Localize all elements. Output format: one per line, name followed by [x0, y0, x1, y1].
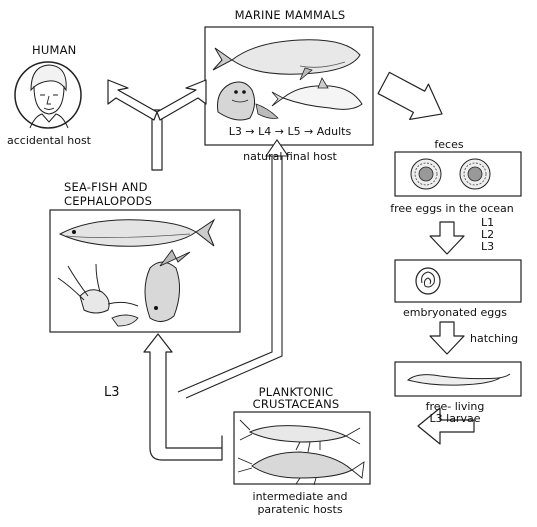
- crustaceans-role-line1: intermediate and: [253, 490, 348, 503]
- human-role: accidental host: [7, 134, 91, 147]
- egg-illustration-1: [411, 159, 441, 189]
- feces-label: feces: [434, 138, 463, 151]
- marine-mammals-role: natural final host: [243, 150, 337, 163]
- l3-label: L3: [104, 386, 120, 399]
- human-title: HUMAN: [32, 44, 76, 57]
- arrow-to-feces: [374, 65, 451, 131]
- crustaceans-title-line2: CRUSTACEANS: [253, 398, 340, 411]
- marine-mammals-title: MARINE MAMMALS: [235, 9, 346, 22]
- sea-fish-title-line1: SEA-FISH AND: [64, 181, 148, 194]
- hatching-label: hatching: [470, 332, 518, 345]
- arrow-to-human: [108, 80, 157, 120]
- embryonated-egg-illustration: [416, 268, 440, 294]
- arrow-to-mammals: [157, 80, 206, 120]
- arrow-to-embryonated: [430, 222, 464, 254]
- crustaceans-role-line2: paratenic hosts: [257, 503, 342, 516]
- human-portrait: [15, 62, 81, 128]
- marine-mammals-stages: L3 → L4 → L5 → Adults: [229, 125, 351, 138]
- embryonated-label: embryonated eggs: [403, 306, 507, 319]
- molt-label-3: L3: [481, 240, 494, 253]
- arrow-hatching: [430, 322, 464, 354]
- free-living-label-line2: L3 larvae: [430, 412, 481, 425]
- arrow-to-sea-fish: [144, 334, 222, 460]
- egg-illustration-2: [460, 159, 490, 189]
- sea-fish-title-line2: CEPHALOPODS: [64, 195, 152, 208]
- embryonated-box: [395, 260, 521, 302]
- free-eggs-label: free eggs in the ocean: [390, 202, 513, 215]
